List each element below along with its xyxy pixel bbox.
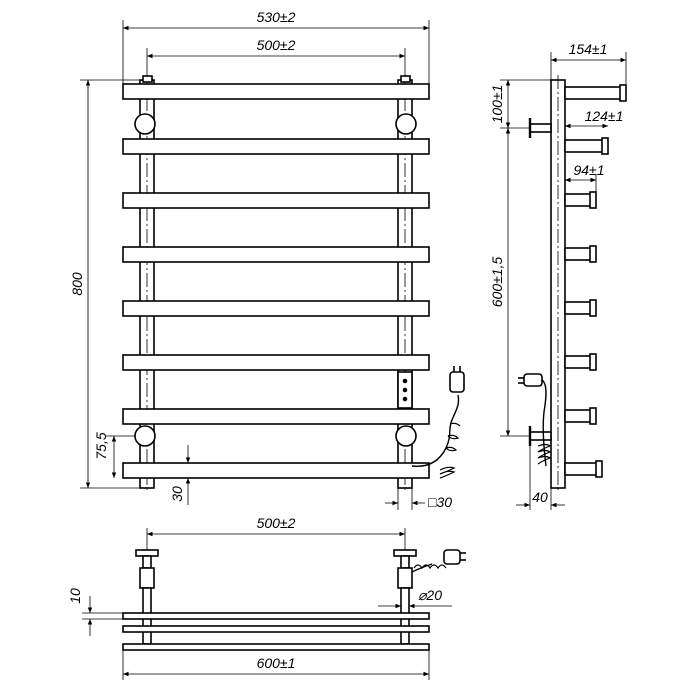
- side-plug: [523, 373, 543, 387]
- dim-height: 800: [69, 272, 85, 296]
- top-view: [122, 549, 466, 651]
- side-dimensions: [500, 52, 627, 510]
- dim-width-outer: 530±2: [257, 9, 296, 25]
- side-rung-8: [564, 462, 598, 476]
- side-lower-mount: [529, 431, 552, 441]
- rung-2: [122, 138, 430, 155]
- dim-depth-total: 154±1: [569, 41, 608, 57]
- top-left-post: [139, 567, 155, 589]
- lower-left-bracket: [134, 425, 156, 447]
- top-right-post: [397, 567, 413, 589]
- dim-depth-mid: 124±1: [585, 108, 624, 124]
- dim-top-offset: 100±1: [489, 85, 505, 124]
- top-rail-1: [122, 612, 430, 620]
- side-rung-6: [564, 355, 592, 369]
- dim-bottom-offset: 75,5: [93, 432, 109, 459]
- top-right-flange: [393, 549, 417, 557]
- top-left-flange: [135, 549, 159, 557]
- dim-pipe-diameter: ⌀20: [418, 587, 442, 603]
- rung-6: [122, 354, 430, 371]
- side-rung-2: [564, 139, 604, 153]
- dim-rail-thickness: 10: [67, 588, 83, 604]
- front-dimensions: [80, 20, 430, 510]
- front-view: [122, 75, 465, 492]
- lower-right-bracket: [395, 425, 417, 447]
- rung-1: [122, 83, 430, 100]
- dim-depth-short: 94±1: [573, 162, 604, 178]
- rung-7: [122, 408, 430, 425]
- rung-3: [122, 192, 430, 209]
- top-dimensions: [82, 528, 452, 680]
- side-rung-1: [564, 86, 622, 100]
- rung-4: [122, 246, 430, 263]
- top-rail-2: [122, 625, 430, 633]
- upper-left-bracket: [134, 113, 156, 135]
- side-view: [518, 75, 627, 492]
- side-rung-5: [564, 301, 592, 315]
- top-rail-3: [122, 643, 430, 651]
- dim-width-inner: 500±2: [257, 37, 296, 53]
- dim-profile: □30: [428, 494, 452, 510]
- upper-right-bracket: [395, 113, 417, 135]
- dim-bottom-depth: 40: [532, 489, 548, 505]
- power-cable: [411, 394, 460, 467]
- dim-mount-spacing: 600±1,5: [489, 257, 505, 308]
- top-plug: [443, 549, 461, 565]
- dim-bottom-gap: 30: [169, 486, 185, 502]
- side-rung-3: [564, 193, 592, 207]
- dim-total-width: 600±1: [257, 655, 296, 671]
- rung-8: [122, 462, 430, 479]
- dim-mount-width: 500±2: [257, 515, 296, 531]
- power-plug: [449, 371, 465, 393]
- side-rung-7: [564, 409, 592, 423]
- side-upper-mount: [529, 123, 552, 133]
- rung-5: [122, 300, 430, 317]
- side-rung-4: [564, 247, 592, 261]
